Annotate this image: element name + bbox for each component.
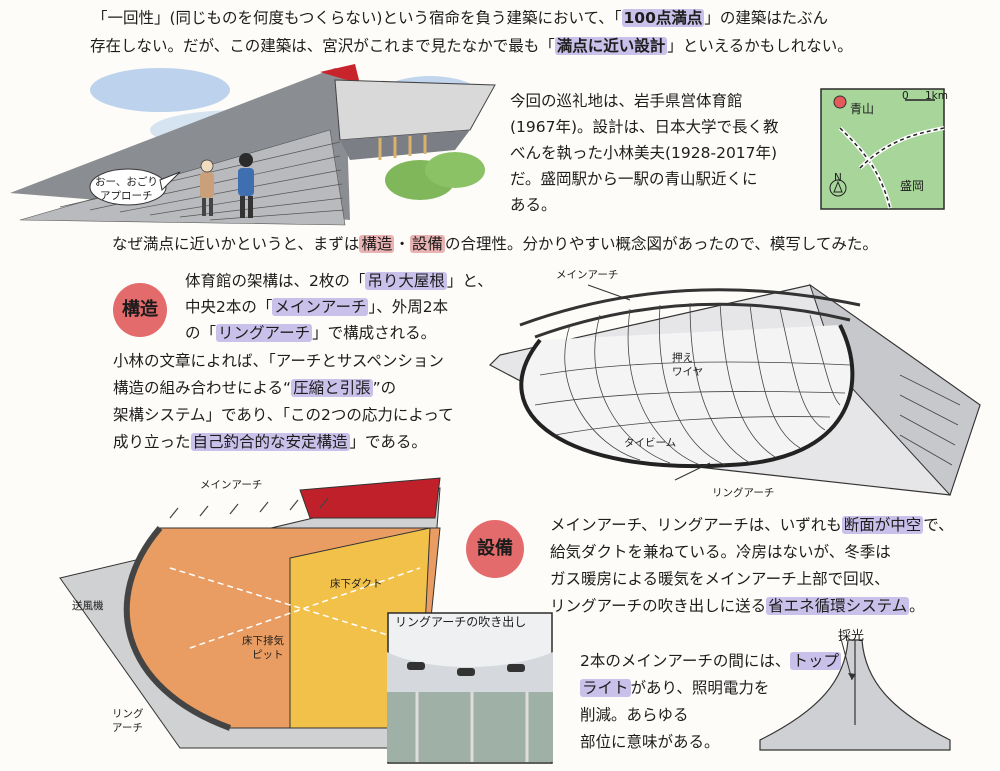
structure-quote: 小林の文章によれば、「アーチとサスペンション 構造の組み合わせによる“圧縮と引張… [113,348,454,456]
structure-text: 体育館の架構は、2枚の「 [185,272,366,290]
equipment-line: リングアーチの吹き出しに送る省エネ循環システム。 [550,593,954,620]
toplight-line: 2本のメインアーチの間には、トップ [580,648,841,675]
structure-text: 中央2本の「 [185,298,273,316]
info-paragraph: 今回の巡礼地は、岩手県営体育館 (1967年)。設計は、日本大学で長く教 べんを… [510,88,779,218]
equipment-diagram [59,477,441,749]
photo-caption: リングアーチの吹き出し [395,615,527,629]
equipment-paragraph: メインアーチ、リングアーチは、いずれも断面が中空で、 給気ダクトを兼ねている。冷… [550,512,954,620]
diagram1-cable-label-1: 押え [672,352,693,364]
highlight-top: トップ [790,652,841,670]
highlight-structure: 構造 [359,235,395,253]
info-line: だ。盛岡駅から一駅の青山駅近くに [510,170,758,188]
highlight-100pt: 100点満点 [621,9,705,27]
question-text: の合理性。分かりやすい概念図があったので、模写してみた。 [444,235,878,253]
location-map [820,88,945,210]
structure-line: 構造の組み合わせによる“圧縮と引張”の [113,375,454,402]
toplight-text: があり、照明電力を [630,679,770,697]
highlight-compression-tension: 圧縮と引張 [291,379,373,397]
structure-line: 架構システム」であり、「この2つの応力によって [113,406,454,424]
structure-text: 」で構成される。 [312,324,437,342]
structure-line: 中央2本の「メインアーチ」、外周2本 [185,294,493,320]
diagram1-cable-label-2: ワイヤ [672,366,704,378]
highlight-hollow-section: 断面が中空 [841,516,924,534]
toplight-section-sketch [759,634,951,751]
toplight-label: 採光 [838,629,865,644]
diagram2-ring-arch-label-2: アーチ [112,722,143,734]
map-scale-1km: 1km [925,90,948,102]
gymnasium-exterior-sketch [10,64,496,226]
map-station-aoyama: 青山 [850,102,875,116]
diagram2-blower-label: 送風機 [72,600,104,612]
intro-text: 存在しない。だが、この建築は、宮沢がこれまで見たなかで最も「 [90,37,555,55]
intro-line-1: 「一回性」(同じものを何度もつくらない)という宿命を負う建築において、「100点… [92,6,828,30]
equipment-text: メインアーチ、リングアーチは、いずれも [550,516,842,534]
diagram2-pit-label-2: ピット [252,649,284,661]
intro-line-2: 存在しない。だが、この建築は、宮沢がこれまで見たなかで最も「満点に近い設計」とい… [90,34,853,58]
map-station-morioka: 盛岡 [900,179,925,193]
equipment-text: 。 [909,597,925,615]
info-line: べんを執った小林美夫(1928-2017年) [510,144,778,162]
highlight-light: ライト [580,679,631,697]
toplight-line: 削減。あらゆる [580,706,689,724]
equipment-text: リングアーチの吹き出しに送る [550,597,767,615]
structure-line: 成り立った自己釣合的な安定構造」である。 [113,429,454,456]
question-text: なぜ満点に近いかというと、まずは [112,235,360,253]
equipment-line: メインアーチ、リングアーチは、いずれも断面が中空で、 [550,512,954,539]
toplight-line: ライトがあり、照明電力を [580,675,841,702]
speech-bubble-line-1: おー、おごり [95,176,158,188]
structure-text: ”の [372,379,397,397]
diagram2-duct-label: 床下ダクト [330,578,383,590]
structure-diagram [488,283,981,496]
question-line: なぜ満点に近いかというと、まずは構造・設備の合理性。分かりやすい概念図があったの… [112,232,878,256]
toplight-paragraph: 2本のメインアーチの間には、トップ ライトがあり、照明電力を 削減。あらゆる 部… [580,648,841,756]
highlight-self-balanced: 自己釣合的な安定構造 [190,433,350,451]
map-scale-zero: 0 [902,90,909,102]
equipment-badge: 設備 [466,520,524,578]
structure-text: 」、外周2本 [368,298,449,316]
diagram1-main-arch-label: メインアーチ [556,269,619,281]
diagram2-ring-arch-label-1: リング [112,708,144,720]
map-north-label: N [834,172,842,184]
intro-text: 「一回性」(同じものを何度もつくらない)という宿命を負う建築において、「 [92,9,622,27]
diagram1-tie-beam-label: タイビーム [624,437,677,449]
highlight-ring-arch: リングアーチ [216,324,313,342]
speech-bubble-line-2: アプローチ [100,190,153,202]
highlight-energy-saving: 省エネ循環システム [766,597,910,615]
question-text: ・ [394,235,410,253]
structure-line: 体育館の架構は、2枚の「吊り大屋根」と、 [185,268,493,294]
diagram1-ring-arch-label: リングアーチ [712,487,775,499]
info-line: 今回の巡礼地は、岩手県営体育館 [510,92,743,110]
toplight-text: 2本のメインアーチの間には、 [580,652,791,670]
highlight-near-perfect: 満点に近い設計 [554,37,668,55]
equipment-line: ガス暖房による暖気をメインアーチ上部で回収、 [550,570,890,588]
toplight-line: 部位に意味がある。 [580,733,720,751]
structure-text: の「 [185,324,217,342]
structure-text: 成り立った [113,433,191,451]
structure-line: 小林の文章によれば、「アーチとサスペンション [113,352,444,370]
info-line: (1967年)。設計は、日本大学で長く教 [510,118,779,136]
info-line: ある。 [510,196,557,214]
ring-arch-outlet-sketch [387,612,553,764]
highlight-equipment: 設備 [409,235,445,253]
structure-line: の「リングアーチ」で構成される。 [185,320,493,346]
equipment-text: で、 [923,516,954,534]
equipment-line: 給気ダクトを兼ねている。冷房はないが、冬季は [550,543,891,561]
highlight-suspended-roof: 吊り大屋根 [365,272,447,290]
structure-paragraph: 体育館の架構は、2枚の「吊り大屋根」と、 中央2本の「メインアーチ」、外周2本 … [185,268,493,346]
intro-text: 」の建築はたぶん [704,9,829,27]
structure-text: 」である。 [349,433,427,451]
intro-text: 」といえるかもしれない。 [667,37,853,55]
structure-badge: 構造 [113,283,167,337]
structure-text: 構造の組み合わせによる“ [113,379,292,397]
highlight-main-arch: メインアーチ [272,298,369,316]
structure-text: 」と、 [446,272,493,290]
diagram2-main-arch-label: メインアーチ [200,479,263,491]
diagram2-pit-label-1: 床下排気 [242,635,284,647]
